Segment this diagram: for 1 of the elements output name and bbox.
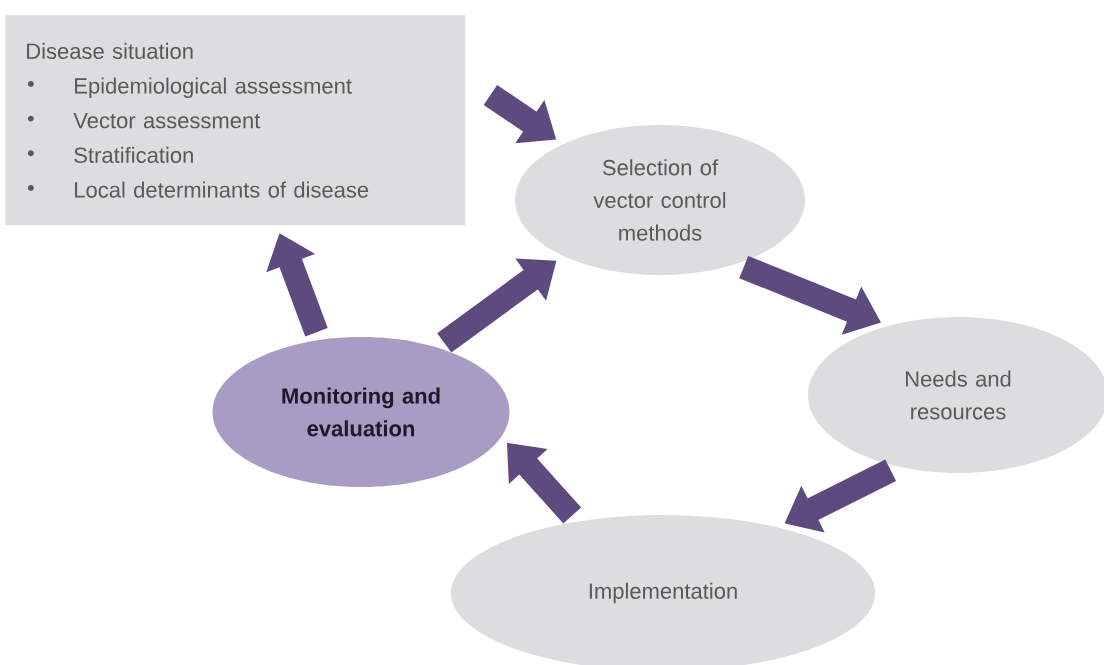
text-box: Disease situation Epidemiological assessment Vector assessment Stratification Local determinants of disease <box>5 15 466 226</box>
